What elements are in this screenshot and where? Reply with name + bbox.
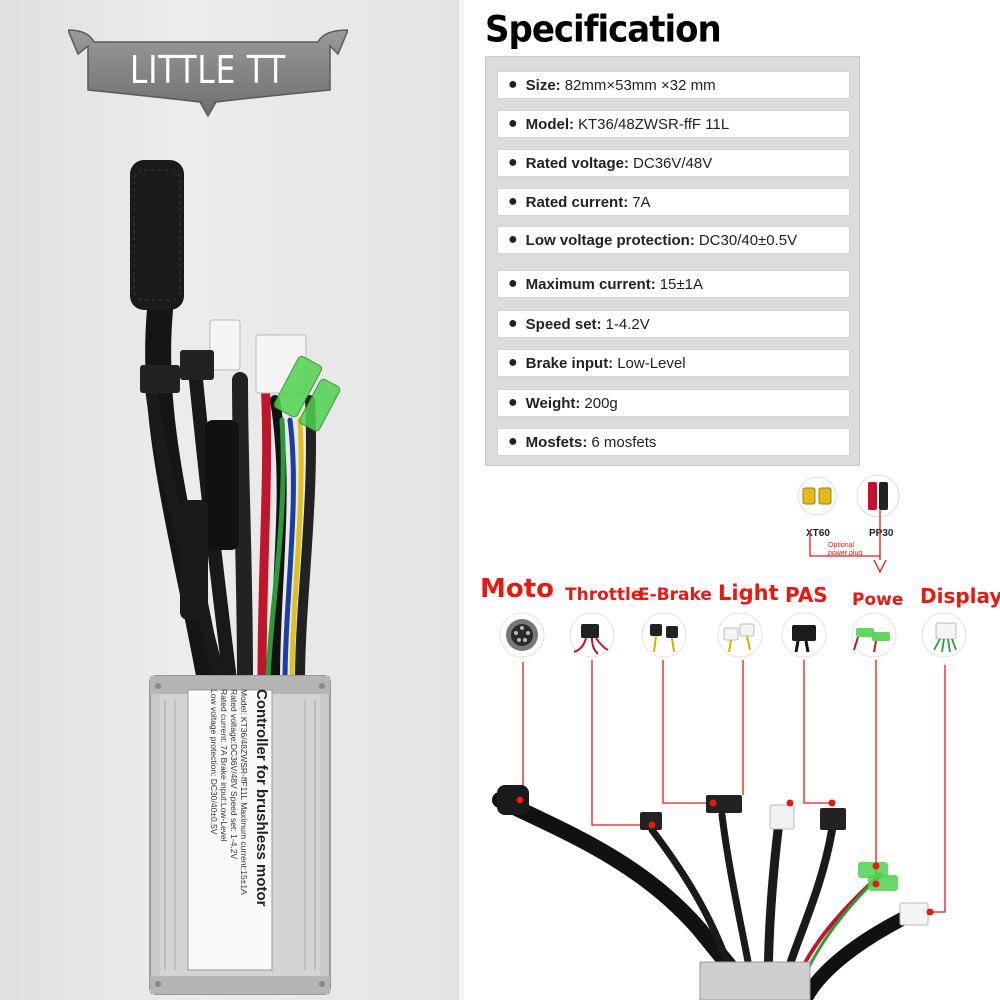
product-label: Controller for brushless motor Model: KT… — [190, 689, 270, 965]
port-label-pas: PAS — [785, 583, 828, 607]
port-label-light: Light — [718, 581, 779, 605]
spec-value: 7A — [632, 193, 651, 211]
panel-divider — [458, 0, 465, 1000]
spec-label: Weight: — [525, 394, 581, 412]
spec-value: 200g — [584, 394, 618, 412]
port-label-display: Display — [920, 584, 1000, 608]
bullet-icon: ● — [508, 275, 518, 292]
spec-label: Low voltage protection: — [525, 231, 695, 249]
throttle-connector-icon — [564, 610, 624, 660]
spec-value: 82mm×53mm ×32 mm — [564, 76, 716, 94]
light-connector-icon — [712, 610, 772, 660]
brand-logo: LITTLE TT — [68, 10, 348, 120]
spec-label: Maximum current: — [525, 275, 656, 293]
spec-row-model: ● Model:KT36/48ZWSR-ffF 11L — [497, 110, 850, 138]
spec-row-max-current: ● Maximum current:15±1A — [497, 270, 850, 298]
spec-label: Speed set: — [525, 315, 602, 333]
product-label-line: Rated voltage:DC36V/48V Speed set: 1-4.2… — [229, 689, 239, 860]
spec-label: Rated voltage: — [525, 154, 630, 172]
motor-connector-icon — [494, 610, 554, 660]
product-label-line: Low voltage protection: DC30/40±0.5V — [209, 689, 219, 835]
bullet-icon: ● — [508, 315, 518, 332]
bullet-icon: ● — [508, 394, 518, 411]
product-label-line: Model: KT36/48ZWSR-ffF11L Maximum curren… — [239, 689, 249, 895]
spec-row-brake-input: ● Brake input:Low-Level — [497, 349, 850, 377]
spec-label: Size: — [525, 76, 561, 94]
bullet-icon: ● — [508, 193, 518, 210]
spec-value: 6 mosfets — [591, 433, 657, 451]
product-photo-panel: LITTLE TT — [0, 0, 458, 1000]
pp30-label: PP30 — [869, 528, 894, 539]
spec-row-mosfets: ● Mosfets:6 mosfets — [497, 428, 850, 456]
spec-row-speed-set: ● Speed set:1-4.2V — [497, 310, 850, 338]
wiring-diagram — [492, 510, 946, 1000]
port-label-power: Powe — [852, 590, 904, 610]
display-connector-icon — [916, 610, 976, 660]
product-label-title: Controller for brushless motor — [253, 689, 270, 907]
spec-row-rated-voltage: ● Rated voltage:DC36V/48V — [497, 149, 850, 177]
spec-value: 15±1A — [659, 275, 703, 293]
port-label-throttle: Throttle — [565, 585, 643, 605]
spec-label: Brake input: — [525, 354, 614, 372]
xt60-plug-icon — [795, 476, 839, 516]
spec-value: Low-Level — [617, 354, 686, 372]
xt60-label: XT60 — [806, 528, 830, 539]
port-label-moto: Moto — [480, 574, 555, 604]
pp30-plug-icon — [856, 474, 900, 518]
spec-title: Specification — [485, 8, 722, 52]
spec-value: KT36/48ZWSR-ffF 11L — [578, 115, 730, 133]
ebrake-connector-icon — [636, 610, 696, 660]
pas-connector-icon — [776, 610, 836, 660]
optional-power-plug-note: Optional power plug — [828, 542, 863, 557]
logo-text: LITTLE TT — [130, 48, 286, 92]
logo-banner-icon — [68, 29, 348, 118]
spec-label: Rated current: — [525, 193, 629, 211]
product-label-line: Rated current: 7A Brake input:Low-Level — [219, 689, 229, 842]
bullet-icon: ● — [508, 76, 518, 93]
port-label-ebrake: E-Brake — [638, 585, 712, 605]
spec-label: Mosfets: — [525, 433, 588, 451]
bullet-icon: ● — [508, 354, 518, 371]
spec-value: DC30/40±0.5V — [698, 231, 798, 249]
bullet-icon: ● — [508, 231, 518, 248]
power-connector-icon — [846, 610, 906, 660]
spec-value: DC36V/48V — [633, 154, 713, 172]
spec-row-rated-current: ● Rated current:7A — [497, 188, 850, 216]
bullet-icon: ● — [508, 154, 518, 171]
bullet-icon: ● — [508, 115, 518, 132]
spec-row-low-voltage: ● Low voltage protection:DC30/40±0.5V — [497, 226, 850, 254]
spec-row-weight: ● Weight:200g — [497, 389, 850, 417]
spec-label: Model: — [525, 115, 574, 133]
spec-row-size: ● Size:82mm×53mm ×32 mm — [497, 71, 850, 99]
bullet-icon: ● — [508, 433, 518, 450]
spec-value: 1-4.2V — [605, 315, 650, 333]
